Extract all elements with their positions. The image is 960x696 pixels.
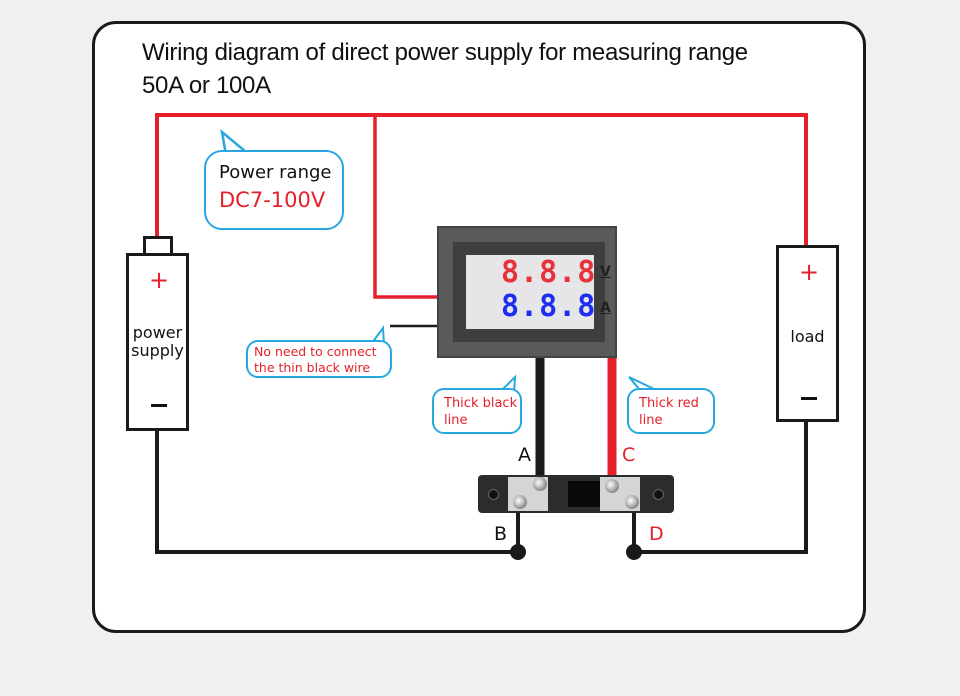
red-wire-supply-to-load — [155, 113, 808, 246]
terminal-label-b: B — [494, 523, 508, 545]
junction-b — [510, 544, 526, 560]
callout-thick-black-line1: Thick black — [444, 396, 518, 411]
callout-thin-wire-line1: No need to connect — [254, 344, 377, 359]
black-wire-load-negative — [632, 421, 808, 554]
power-supply-label: power supply — [129, 324, 186, 360]
voltage-readout: 8.8.8 — [501, 255, 597, 290]
load-label: load — [790, 327, 825, 346]
diagram-title: Wiring diagram of direct power supply fo… — [142, 36, 748, 102]
callout-power-range-value: DC7-100V — [219, 188, 326, 212]
screw-b — [513, 495, 527, 509]
title-line-1: Wiring diagram of direct power supply fo… — [142, 39, 748, 66]
screw-d — [625, 495, 639, 509]
callout-thin-wire-line2: the thin black wire — [254, 360, 371, 375]
power-supply-minus-icon — [151, 404, 167, 407]
callout-tail-power — [220, 128, 247, 156]
callout-thin-wire: No need to connect the thin black wire — [246, 340, 392, 378]
red-wire-meter-power — [373, 115, 438, 299]
black-wire-supply-negative — [155, 430, 520, 554]
shunt-resistor — [478, 475, 674, 513]
title-line-2: 50A or 100A — [142, 72, 271, 99]
callout-thick-black-line2: line — [444, 413, 468, 428]
screw-c — [605, 479, 619, 493]
callout-power-range: Power range DC7-100V — [204, 150, 344, 230]
callout-power-range-label: Power range — [219, 162, 332, 183]
volt-amp-meter: 8.8.8 8.8.8 V A — [437, 226, 617, 358]
screw-a — [533, 477, 547, 491]
meter-display — [466, 255, 594, 329]
voltage-unit: V — [600, 264, 611, 280]
callout-thick-red-line2: line — [639, 413, 663, 428]
load-plus-icon: + — [799, 258, 820, 286]
mount-hole-left — [488, 489, 499, 500]
power-supply-label-line2: supply — [131, 341, 184, 360]
power-supply: + power supply — [126, 253, 189, 431]
callout-thick-red-line1: Thick red — [639, 396, 699, 411]
callout-thick-black: Thick black line — [432, 388, 522, 434]
load-minus-icon — [801, 397, 817, 400]
terminal-label-a: A — [518, 444, 531, 466]
current-unit: A — [600, 300, 611, 316]
callout-tail-red — [628, 376, 657, 391]
callout-thick-red: Thick red line — [627, 388, 715, 434]
mount-hole-right — [653, 489, 664, 500]
power-supply-label-line1: power — [132, 323, 183, 342]
terminal-label-c: C — [622, 444, 636, 466]
power-supply-plus-icon: + — [149, 266, 170, 294]
terminal-label-d: D — [649, 523, 664, 545]
load: + load — [776, 245, 839, 422]
current-readout: 8.8.8 — [501, 289, 597, 324]
junction-d — [626, 544, 642, 560]
